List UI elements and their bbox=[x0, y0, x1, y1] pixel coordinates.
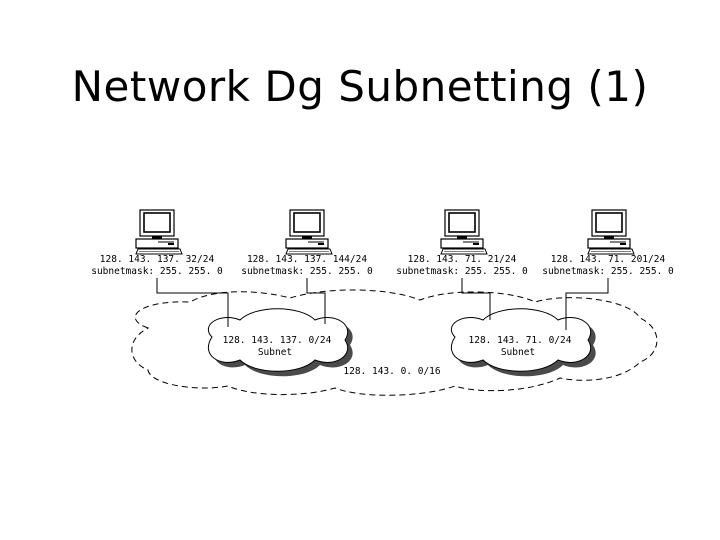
host-ip-label: 128. 143. 71. 201/24 bbox=[551, 254, 666, 265]
host-ip-label: 128. 143. 137. 144/24 bbox=[247, 254, 367, 265]
subnet-cloud-2 bbox=[450, 308, 596, 377]
subnet-network-label: 128. 143. 137. 0/24 bbox=[223, 335, 332, 346]
subnet-network-label: 128. 143. 71. 0/24 bbox=[469, 335, 572, 346]
host-mask-label: subnetmask: 255. 255. 0 bbox=[542, 266, 674, 277]
subnet-label: Subnet bbox=[258, 347, 292, 358]
network-label: 128. 143. 0. 0/16 bbox=[343, 366, 441, 377]
host-ip-label: 128. 143. 71. 21/24 bbox=[408, 254, 517, 265]
wire-host-2 bbox=[306, 278, 326, 324]
desktop-computer-icon bbox=[285, 209, 333, 255]
host-ip-label: 128. 143. 137. 32/24 bbox=[100, 254, 215, 265]
subnet-cloud-1 bbox=[207, 308, 353, 377]
wire-host-4 bbox=[565, 278, 609, 330]
host-mask-label: subnetmask: 255. 255. 0 bbox=[241, 266, 373, 277]
desktop-computer-icon bbox=[587, 209, 635, 255]
desktop-computer-icon bbox=[440, 209, 488, 255]
wire-host-1 bbox=[156, 278, 229, 327]
host-mask-label: subnetmask: 255. 255. 0 bbox=[91, 266, 223, 277]
slide-title: Network Dg Subnetting (1) bbox=[71, 62, 649, 111]
host-mask-label: subnetmask: 255. 255. 0 bbox=[396, 266, 528, 277]
wire-host-3 bbox=[461, 278, 491, 320]
subnet-label: Subnet bbox=[501, 347, 535, 358]
desktop-computer-icon bbox=[135, 209, 183, 255]
